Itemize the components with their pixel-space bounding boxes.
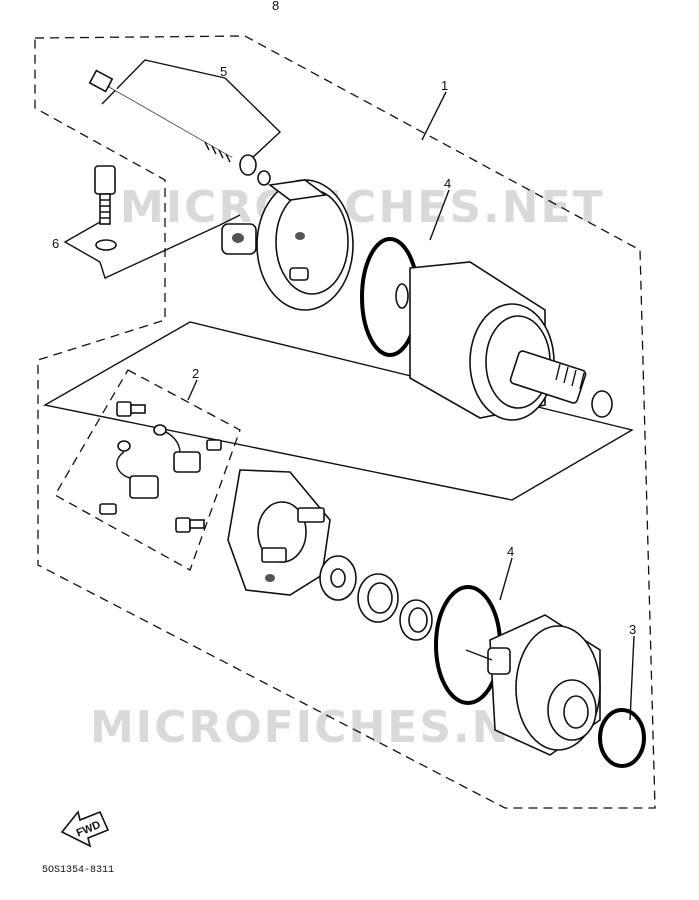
rear-cover: [465, 614, 601, 756]
screw-washer: [95, 239, 117, 251]
o-ring-small: [598, 708, 646, 768]
leader-3: [629, 635, 635, 721]
through-bolt: [88, 69, 233, 163]
leader-6-bracket: [63, 214, 241, 279]
callout-4-upper: 4: [444, 176, 451, 191]
callout-1: 1: [441, 78, 448, 93]
bolt-washer: [239, 154, 257, 176]
brush-kit-boundary: [54, 369, 241, 571]
leader-2: [187, 379, 198, 401]
callout-3: 3: [629, 622, 636, 637]
callout-4-lower: 4: [507, 544, 514, 559]
assembly-boundary: [34, 35, 656, 809]
watermark-upper: MICROFICHES.NET: [120, 182, 605, 233]
callout-5: 5: [220, 64, 227, 79]
leader-5-bracket: [101, 59, 282, 161]
yoke-armature: [395, 261, 613, 421]
leader-4-lower: [499, 557, 513, 601]
bolt-o-ring: [257, 170, 271, 186]
fwd-arrow-icon: FWD: [60, 810, 110, 848]
leader-1: [421, 91, 447, 141]
front-cover: [221, 179, 354, 311]
brush-set: [99, 401, 222, 533]
bearing-1: [357, 573, 399, 623]
armature-group-frame: [43, 321, 634, 501]
cap-screw: [94, 165, 116, 225]
watermark-lower: MICROFICHES.NET: [90, 702, 575, 753]
callout-2: 2: [192, 366, 199, 381]
top-mark: 8: [272, 0, 279, 13]
brush-holder-plate: [227, 469, 331, 596]
bearing-2: [399, 599, 433, 641]
diagram-code: 5OS1354-8311: [42, 865, 114, 876]
callout-6: 6: [52, 236, 59, 251]
leader-4-upper: [429, 189, 450, 241]
